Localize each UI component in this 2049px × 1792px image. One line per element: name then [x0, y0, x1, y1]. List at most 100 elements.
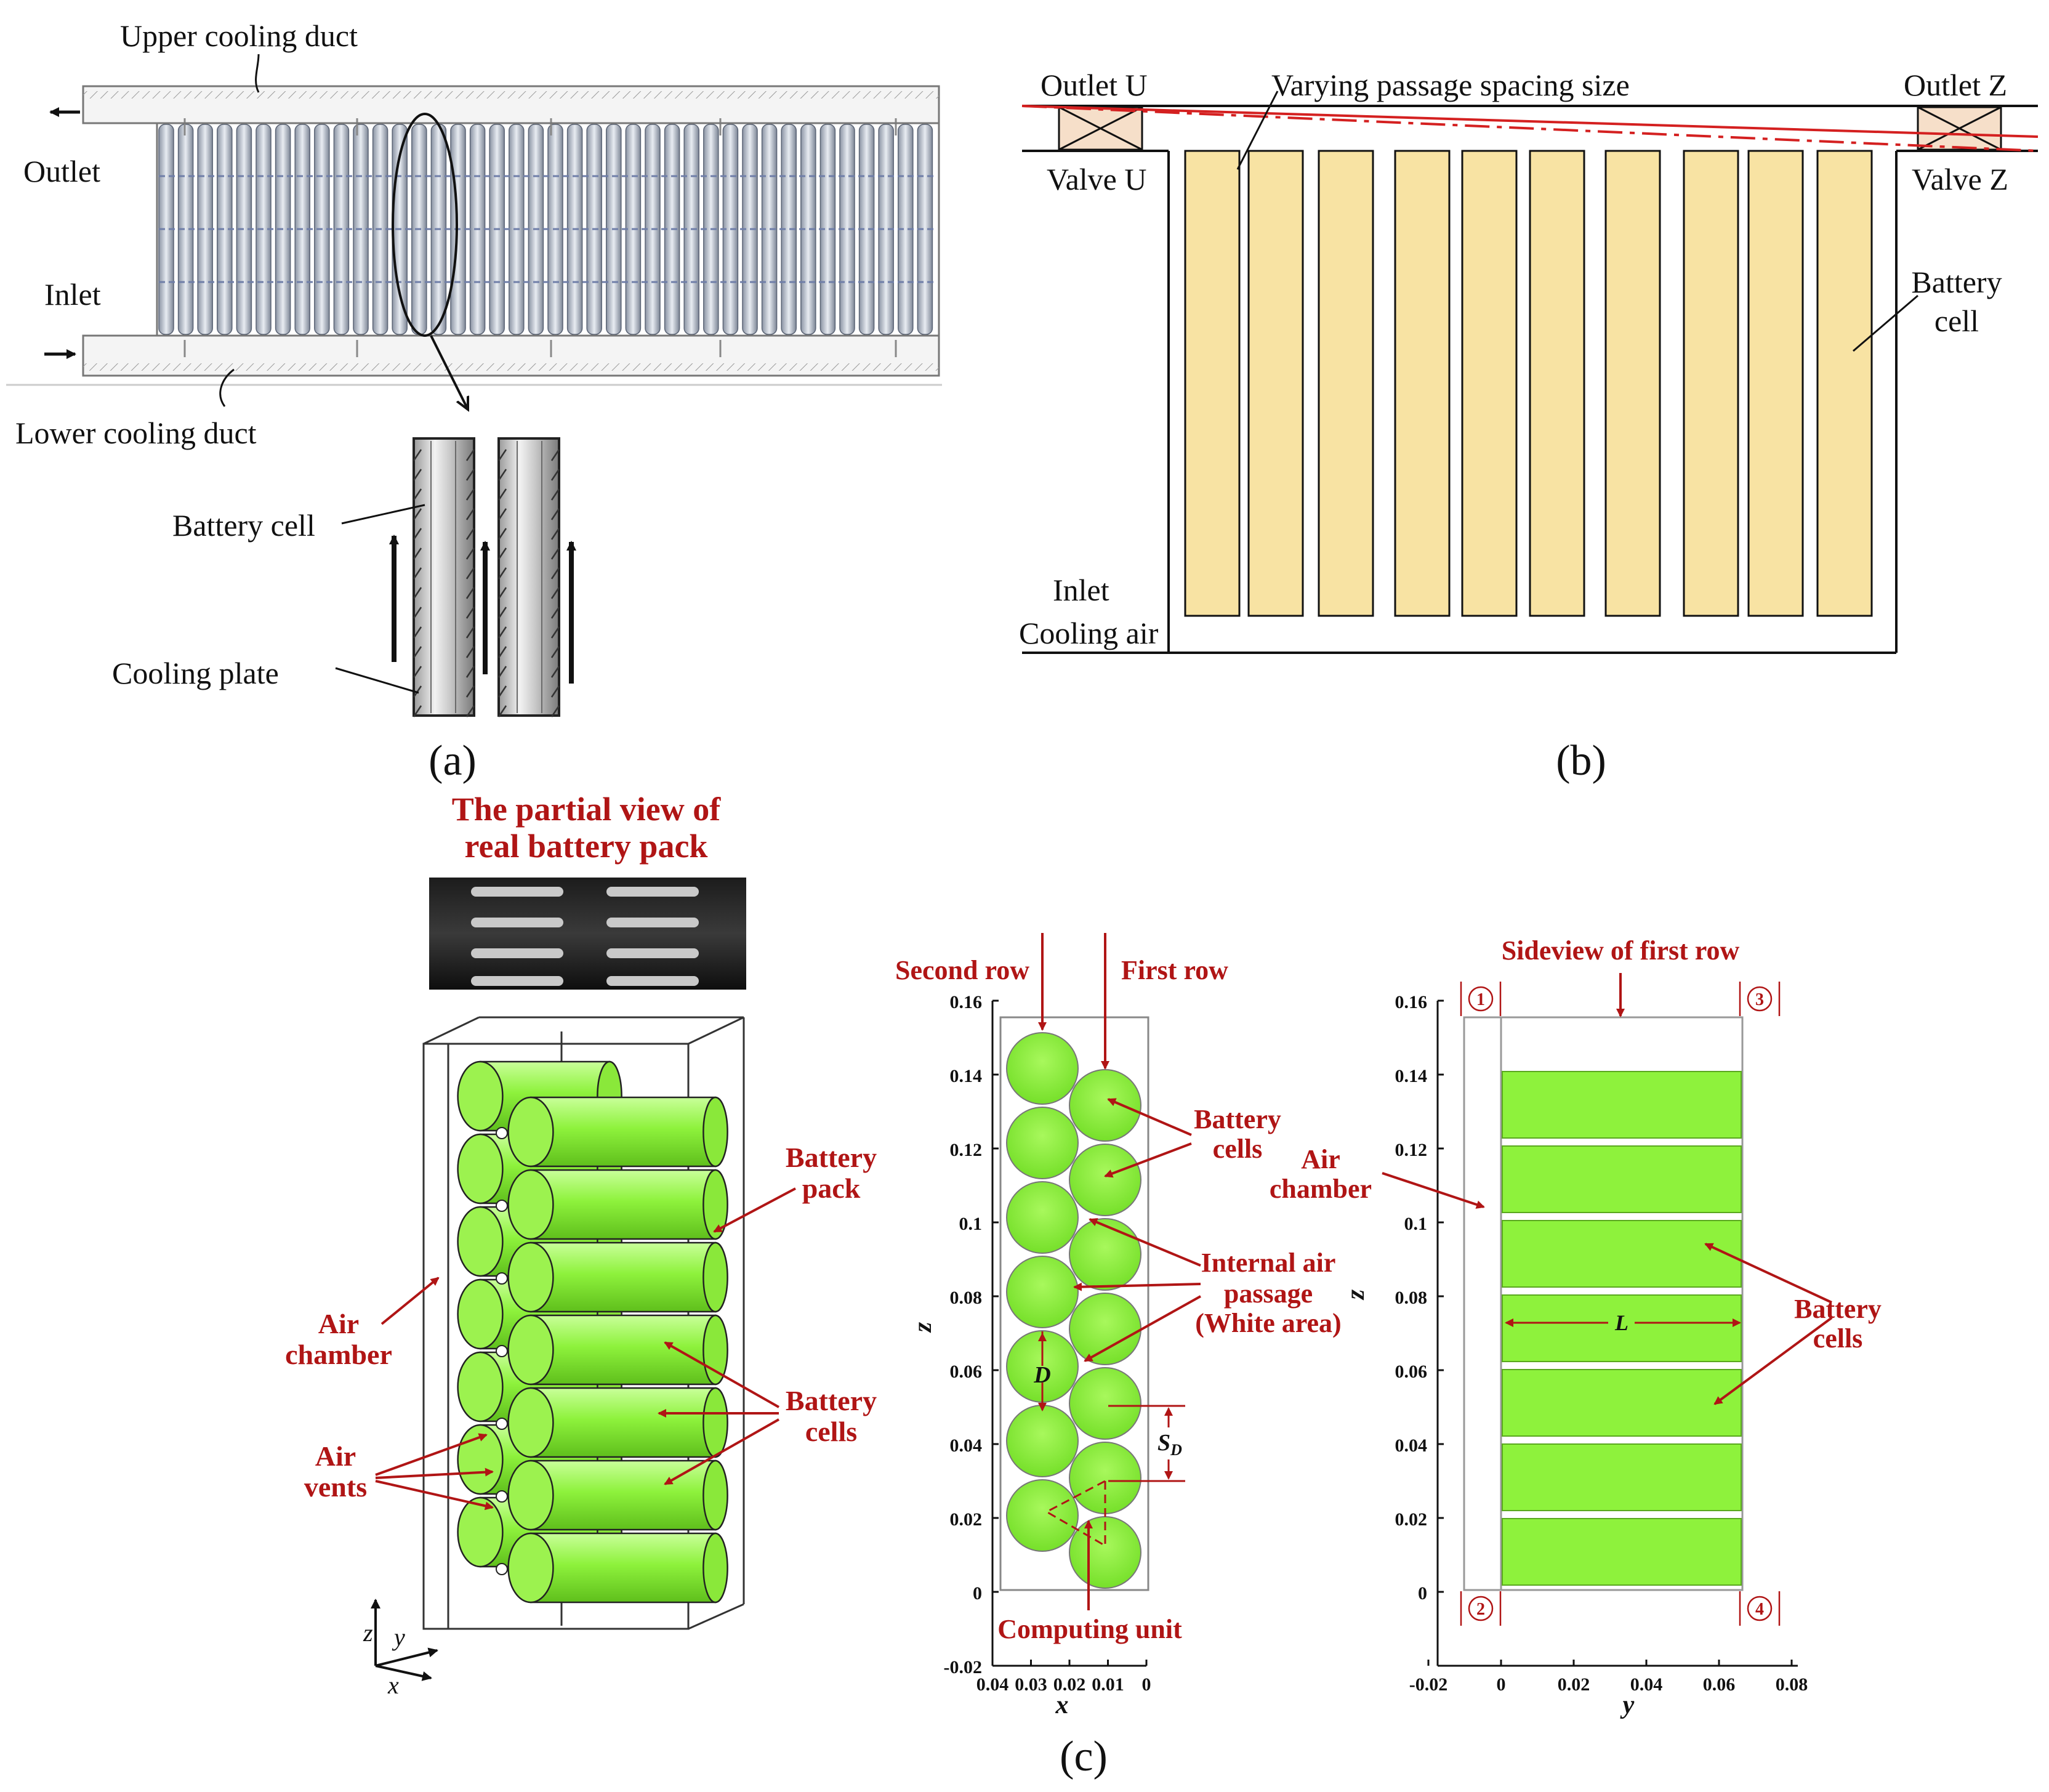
right-y-tick-label: -0.02	[1409, 1674, 1448, 1695]
battery-cylinder	[507, 1169, 728, 1240]
second-row-disc	[1006, 1405, 1079, 1477]
real-pack-photo	[429, 878, 746, 990]
hatch-stroke	[497, 587, 507, 599]
internal-label1: Internal air	[1201, 1248, 1336, 1278]
cylinder-face	[457, 1278, 504, 1350]
axis-x-label: x	[387, 1671, 399, 1699]
air-vents-label2: vents	[304, 1471, 367, 1503]
cylinder-end	[702, 1459, 728, 1531]
outlet-u-label: Outlet U	[1041, 68, 1148, 102]
mid-cells-label1: Battery	[1194, 1104, 1281, 1134]
battery-cell-b-label1: Battery	[1911, 265, 2002, 299]
mid-z-tick-label: 0.14	[950, 1066, 983, 1086]
battery-bar	[1502, 1369, 1742, 1437]
corner-number: 2	[1476, 1600, 1485, 1619]
first-row-disc	[1069, 1293, 1141, 1365]
red-dashed-line	[1021, 105, 2039, 152]
varying-leader	[1236, 91, 1279, 170]
hatch-stroke	[497, 469, 507, 481]
outlet-z-label: Outlet Z	[1904, 68, 2007, 102]
photo-rod	[471, 948, 563, 958]
mid-z-tick-label: 0.16	[950, 992, 983, 1012]
hatch-stroke	[465, 705, 475, 717]
hatch-stroke	[413, 469, 422, 481]
air-vent	[496, 1200, 508, 1212]
photo-rod	[471, 887, 563, 897]
hatch-stroke	[465, 646, 475, 658]
air-chamber-arrow	[380, 1277, 440, 1325]
air-vent	[496, 1345, 508, 1357]
battery-bar	[1502, 1518, 1742, 1586]
mid-cells-arrow-2	[1104, 1142, 1192, 1178]
battery-cell-rect	[1318, 150, 1374, 617]
mid-z-tick-label: 0.08	[950, 1288, 983, 1308]
battery-cell-label: Battery cell	[172, 508, 315, 543]
photo-rod	[471, 976, 563, 986]
mid-x-tick-label: 0.01	[1092, 1674, 1124, 1695]
hatch-stroke	[550, 547, 560, 560]
hatch-stroke	[497, 705, 507, 717]
internal-arrow-3	[1084, 1295, 1201, 1362]
sideview-title: Sideview of first row	[1502, 935, 1740, 966]
second-row-disc	[1006, 1256, 1079, 1328]
cooling-plate-hatch	[413, 441, 560, 717]
axis-y-label: y	[392, 1623, 405, 1651]
photo-rod	[606, 976, 699, 986]
battery-bar	[1502, 1220, 1742, 1288]
upper-duct-leader	[255, 54, 260, 93]
right-z-tick-label: 0	[1418, 1583, 1427, 1604]
right-battery-bars	[1502, 1071, 1742, 1586]
hatch-stroke	[497, 528, 507, 540]
inlet-label: Inlet	[44, 277, 101, 312]
battery-cylinder	[507, 1241, 728, 1313]
mid-cells-label2: cells	[1213, 1134, 1263, 1164]
right-cells-label2: cells	[1813, 1323, 1863, 1354]
battery-cylinders	[457, 1060, 728, 1604]
hatch-stroke	[550, 646, 560, 658]
cylinder-body	[529, 1169, 717, 1240]
hatch-stroke	[550, 528, 560, 540]
cylinder-face	[457, 1206, 504, 1277]
caption-b: (b)	[1556, 737, 1606, 785]
cylinder-face	[507, 1241, 554, 1313]
hatch-stroke	[497, 666, 507, 678]
battery-cell-b-leader	[1853, 294, 1918, 352]
photo-rod	[606, 918, 699, 927]
panel-c-middle: 0.160.140.120.10.080.060.040.020-0.020.0…	[895, 933, 1342, 1719]
hatch-stroke	[465, 626, 475, 639]
internal-arrow-1	[1089, 1218, 1201, 1267]
right-z-tick-label: 0.12	[1395, 1140, 1428, 1160]
mid-z-tick-label: -0.02	[944, 1657, 983, 1677]
cell-block-frame	[156, 122, 940, 337]
cylinder-body	[529, 1096, 717, 1168]
right-y-tick-label: 0.06	[1703, 1674, 1736, 1695]
right-cells-arrow-2	[1713, 1317, 1833, 1405]
hatch-stroke	[413, 508, 422, 520]
computing-unit-label: Computing unit	[997, 1614, 1182, 1644]
panel-b-cells	[1184, 150, 1873, 617]
mid-x-tick-label: 0.03	[1015, 1674, 1047, 1695]
right-air-chamber-arrow	[1382, 1172, 1485, 1209]
second-row-disc	[1006, 1479, 1079, 1552]
hatch-stroke	[497, 685, 507, 698]
battery-bar	[1502, 1071, 1742, 1139]
mid-x-tick-label: 0.02	[1053, 1674, 1086, 1695]
right-xlabel: y	[1620, 1691, 1635, 1719]
duct-cells-group	[158, 118, 937, 357]
hatch-stroke	[550, 469, 560, 481]
second-row-disc	[1006, 1107, 1079, 1179]
cylinder-body	[529, 1532, 717, 1604]
hatch-stroke	[497, 449, 507, 461]
hatch-stroke	[497, 567, 507, 579]
battery-cell-rect	[1394, 150, 1451, 617]
sd-label: SD	[1157, 1430, 1182, 1459]
internal-label3: (White area)	[1195, 1308, 1341, 1338]
air-vent	[496, 1563, 508, 1575]
axis-triad	[371, 1599, 438, 1681]
computing-unit-triangle	[1044, 1479, 1106, 1548]
hatch-stroke	[550, 508, 560, 520]
hatch-stroke	[550, 587, 560, 599]
battery-cell-rect	[1604, 150, 1661, 617]
